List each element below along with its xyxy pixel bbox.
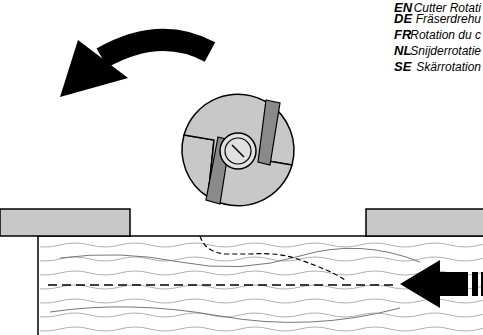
language-code: NL [394, 44, 411, 58]
feed-line [48, 284, 395, 286]
cutter [182, 94, 294, 206]
feed-arrow [400, 260, 468, 308]
language-code: SE [394, 60, 411, 74]
rotation-caption: Skärrotation [416, 60, 481, 74]
workpiece [38, 236, 483, 335]
wood-grain [40, 238, 483, 335]
rotation-caption: Snijderrotatie [410, 44, 481, 58]
rotation-caption: Rotation du c [410, 28, 481, 42]
base-plate [366, 209, 483, 236]
rotation-caption: Fräserdrehu [416, 12, 481, 26]
base-plate [0, 209, 130, 236]
rotation-arrow [102, 40, 210, 58]
cutter-blade [258, 100, 280, 165]
language-code: FR [394, 28, 411, 42]
feed-arrow-stripe [481, 272, 483, 296]
grain-line [50, 307, 400, 323]
feed-arrow-stripe [472, 272, 478, 296]
grain-line [60, 248, 420, 267]
rotation-arrow-head [60, 40, 128, 97]
cut-profile [200, 236, 345, 280]
language-code: DE [394, 12, 412, 26]
